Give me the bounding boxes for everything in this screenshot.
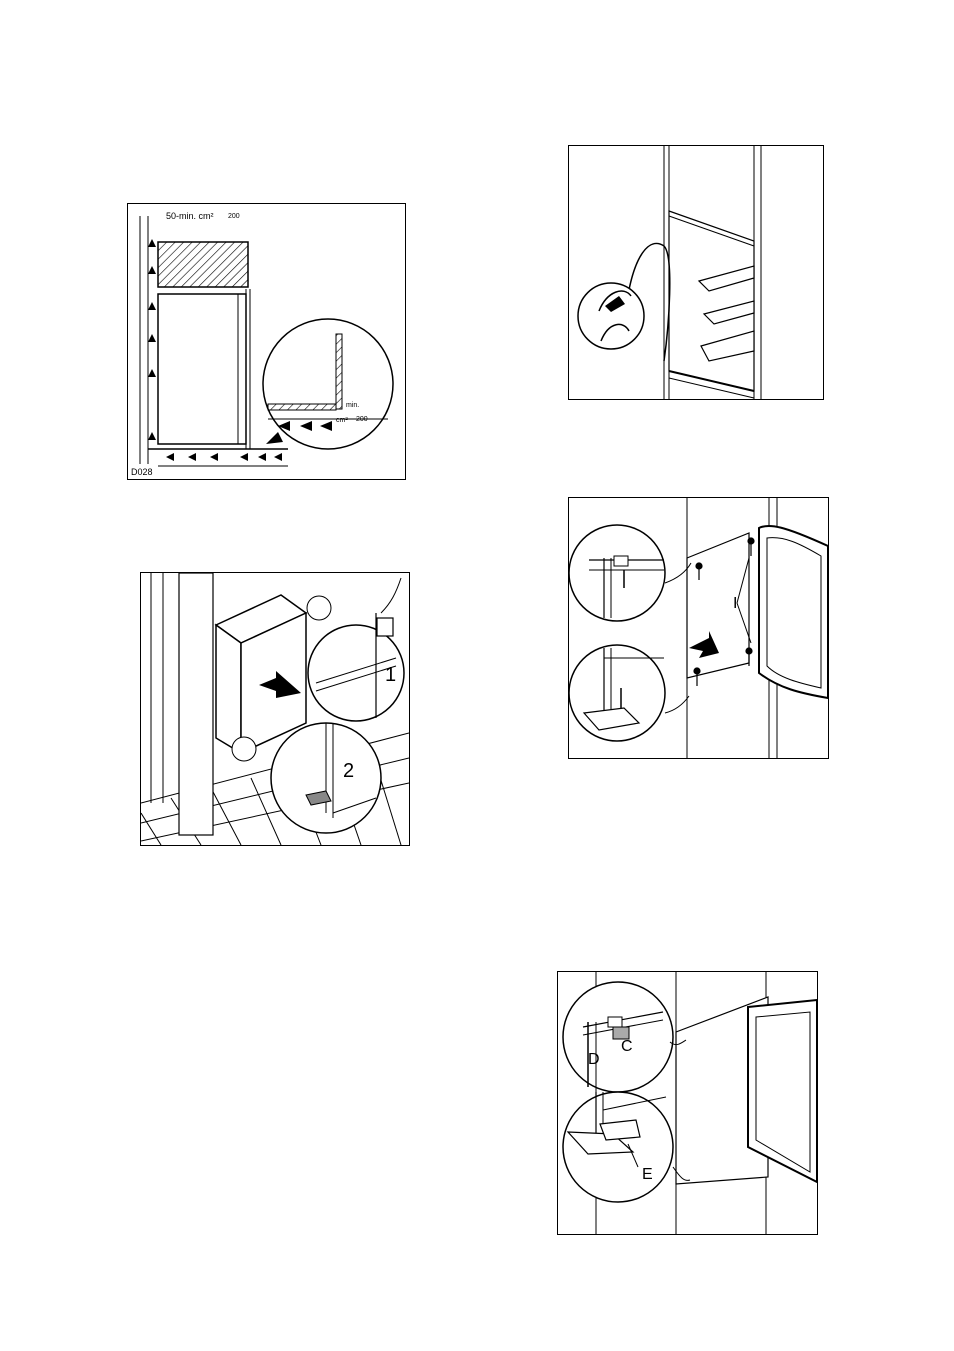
figure-code: D028	[131, 468, 153, 477]
install-drawing	[141, 573, 409, 845]
ventilation-drawing	[128, 204, 405, 479]
ventilation-top-label: 50-min. cm²	[166, 212, 214, 221]
ventilation-detail-value: 200	[356, 416, 368, 423]
door-reversal-figure: I	[568, 497, 829, 759]
ventilation-figure: 50-min. cm² 200 min. cm² 200 D028	[127, 203, 406, 480]
interior-figure	[568, 145, 824, 400]
step-1-label: 1	[385, 665, 396, 685]
door-fixing-figure: C D E	[557, 971, 818, 1235]
label-c: C	[621, 1039, 633, 1055]
step-2-label: 2	[343, 761, 354, 781]
label-d: D	[588, 1052, 600, 1068]
ventilation-detail-label: cm²	[336, 417, 348, 424]
door-fixing-drawing	[558, 972, 817, 1234]
door-reversal-drawing	[569, 498, 828, 758]
ventilation-top-value: 200	[228, 213, 240, 220]
label-i: I	[733, 596, 737, 612]
ventilation-detail-min: min.	[346, 402, 359, 409]
label-e: E	[642, 1167, 653, 1183]
interior-drawing	[569, 146, 823, 399]
install-figure: 1 2	[140, 572, 410, 846]
